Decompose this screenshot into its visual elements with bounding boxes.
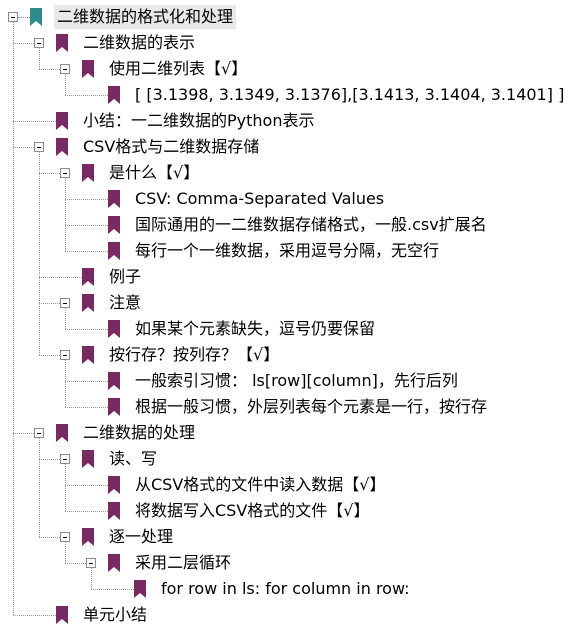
tree-node-label: 是什么【√】 — [109, 163, 200, 182]
tree-connector — [39, 173, 60, 174]
tree-connector — [65, 329, 108, 330]
tree-connector — [13, 615, 56, 616]
tree-connector — [65, 464, 66, 511]
tree-connector — [13, 121, 56, 122]
tree-connector — [39, 355, 60, 356]
tree-connector — [39, 459, 60, 460]
tree-connector — [39, 69, 60, 70]
bookmark-purple-icon — [134, 580, 146, 598]
tree-node-label: for row in ls: for column in row: — [161, 579, 410, 598]
bookmark-purple-icon — [56, 112, 68, 130]
tree-node-label: 采用二层循环 — [135, 553, 232, 572]
bookmark-purple-icon — [108, 242, 120, 260]
tree-node-label: 一般索引习惯： ls[row][column]，先行后列 — [135, 371, 458, 390]
tree-connector — [65, 251, 108, 252]
collapse-minus-icon[interactable] — [34, 38, 44, 48]
bookmark-purple-icon — [108, 502, 120, 520]
tree-node-label: 小结：一二维数据的Python表示 — [83, 111, 315, 130]
bookmark-purple-icon — [56, 138, 68, 156]
tree-connector — [65, 542, 66, 563]
bookmark-purple-icon — [82, 60, 94, 78]
tree-node-label: 将数据写入CSV格式的文件【√】 — [135, 501, 370, 520]
collapse-minus-icon[interactable] — [34, 428, 44, 438]
tree-connector — [65, 178, 66, 251]
bookmark-purple-icon — [108, 554, 120, 572]
tree-connector — [13, 22, 14, 615]
bookmark-purple-icon — [108, 320, 120, 338]
bookmark-purple-icon — [82, 268, 94, 286]
bookmark-purple-icon — [82, 294, 94, 312]
tree-node-label: 如果某个元素缺失，逗号仍要保留 — [135, 319, 376, 338]
tree-node-label: 每行一个一维数据，采用逗号分隔，无空行 — [135, 241, 440, 260]
tree-connector — [65, 407, 108, 408]
tree-node-label: 国际通用的一二维数据存储格式，一般.csv扩展名 — [135, 215, 487, 234]
bookmark-purple-icon — [56, 424, 68, 442]
tree-node-label: 从CSV格式的文件中读入数据【√】 — [135, 475, 386, 494]
tree-connector — [91, 568, 92, 589]
tree-connector — [65, 381, 108, 382]
tree-connector — [13, 433, 34, 434]
tree-node-label: 按行存？按列存？【√】 — [109, 345, 280, 364]
tree-connector — [39, 48, 40, 69]
collapse-minus-icon[interactable] — [60, 298, 70, 308]
tree-connector — [39, 303, 60, 304]
tree-connector — [65, 95, 108, 96]
bookmark-purple-icon — [82, 528, 94, 546]
bookmark-purple-icon — [108, 476, 120, 494]
tree-connector — [65, 74, 66, 95]
tree-connector — [65, 225, 108, 226]
tree-node-label: [ [3.1398, 3.1349, 3.1376],[3.1413, 3.14… — [135, 85, 565, 104]
tree-node-label: 根据一般习惯，外层列表每个元素是一行，按行存 — [135, 397, 488, 416]
tree-connector — [18, 17, 30, 18]
bookmark-purple-icon — [82, 450, 94, 468]
tree-connector — [65, 360, 66, 407]
tree-connector — [39, 277, 82, 278]
tree-connector — [13, 43, 34, 44]
tree-node-label: 使用二维列表【√】 — [109, 59, 248, 78]
tree-node-label: 注意 — [109, 293, 142, 312]
tree-node-label: 单元小结 — [83, 605, 148, 624]
bookmark-purple-icon — [108, 86, 120, 104]
tree-node-label: 二维数据的处理 — [83, 423, 196, 442]
bookmark-purple-icon — [56, 606, 68, 624]
tree-node-label: 二维数据的表示 — [83, 33, 196, 52]
tree-connector — [65, 511, 108, 512]
tree-node-label: 读、写 — [109, 449, 158, 468]
collapse-minus-icon[interactable] — [60, 350, 70, 360]
bookmark-purple-icon — [56, 34, 68, 52]
collapse-minus-icon[interactable] — [8, 12, 18, 22]
collapse-minus-icon[interactable] — [34, 142, 44, 152]
bookmark-purple-icon — [108, 398, 120, 416]
bookmark-purple-icon — [108, 216, 120, 234]
tree-node-label: CSV格式与二维数据存储 — [83, 137, 260, 156]
tree-connector — [91, 589, 134, 590]
collapse-minus-icon[interactable] — [60, 168, 70, 178]
tree-connector — [13, 147, 34, 148]
tree-node-label: 例子 — [109, 267, 142, 286]
tree-connector — [65, 563, 86, 564]
bookmark-purple-icon — [108, 190, 120, 208]
collapse-minus-icon[interactable] — [86, 558, 96, 568]
bookmark-purple-icon — [108, 372, 120, 390]
tree-connector — [39, 438, 40, 537]
tree-connector — [65, 485, 108, 486]
tree-node-label: 逐一处理 — [109, 527, 174, 546]
collapse-minus-icon[interactable] — [60, 532, 70, 542]
collapse-minus-icon[interactable] — [60, 454, 70, 464]
tree-node-label: 二维数据的格式化和处理 — [54, 5, 237, 29]
bookmark-purple-icon — [82, 164, 94, 182]
tree-connector — [39, 537, 60, 538]
tree-connector — [65, 308, 66, 329]
tree-connector — [39, 152, 40, 355]
tree-node-label: CSV: Comma-Separated Values — [135, 189, 385, 208]
collapse-minus-icon[interactable] — [60, 64, 70, 74]
tree-connector — [65, 199, 108, 200]
bookmark-purple-icon — [82, 346, 94, 364]
bookmark-teal-icon — [30, 8, 42, 26]
